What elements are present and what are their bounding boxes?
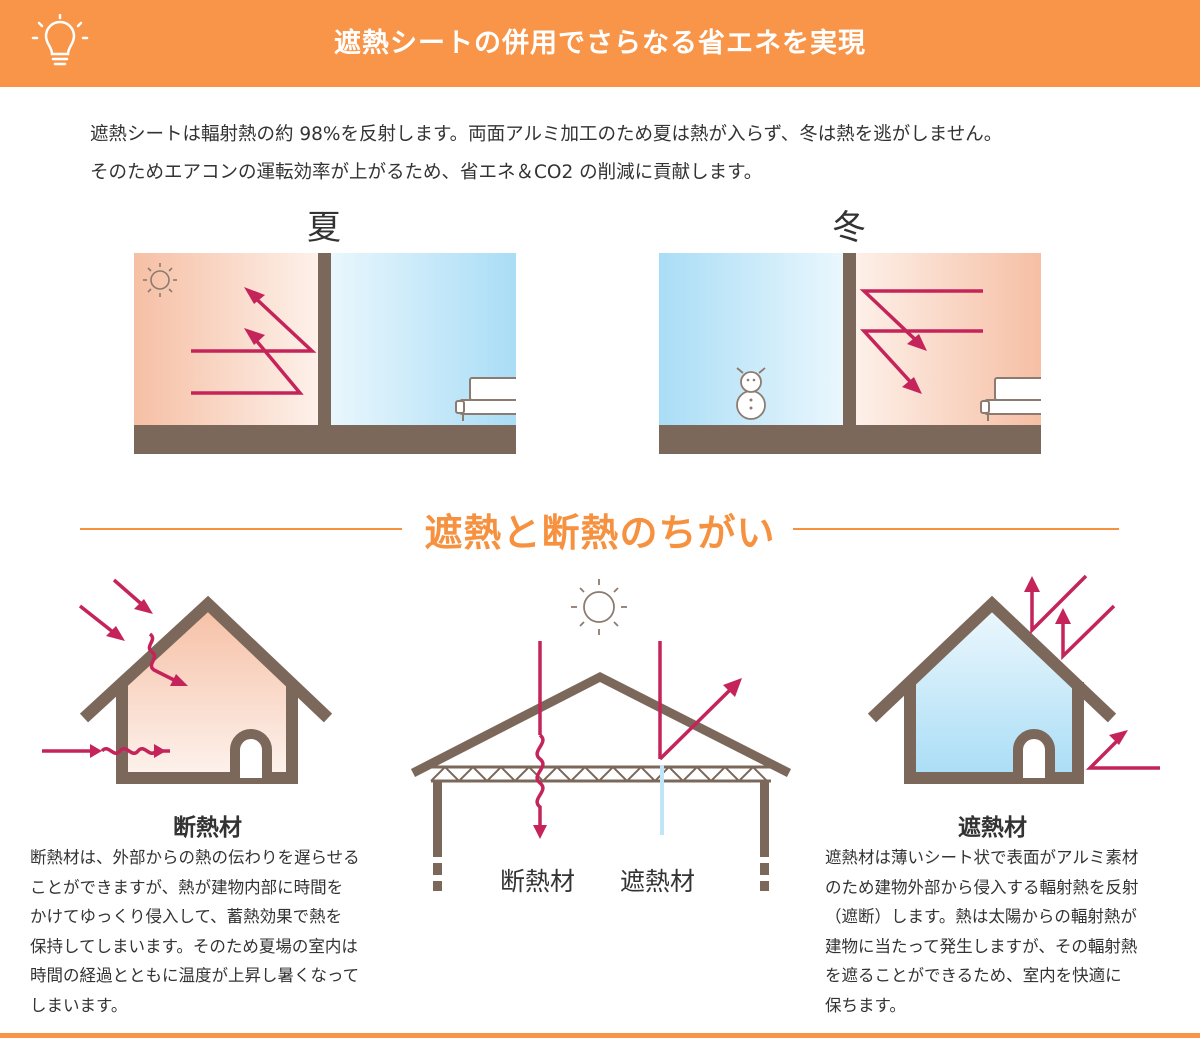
summer-diagram xyxy=(134,253,516,454)
intro-line: そのためエアコンの運転効率が上がるため、省エネ＆CO2 の削減に貢献します。 xyxy=(90,162,763,183)
insulation-description: 断熱材は、外部からの熱の伝わりを遅らせる ことができますが、熱が建物内部に時間を… xyxy=(30,843,360,1020)
intro-line: 遮熱シートは輻射熱の約 98%を反射します。両面アルミ加工のため夏は熱が入らず、… xyxy=(90,124,1003,145)
desc-line: しまいます。 xyxy=(30,995,128,1015)
heat-reflect-arrows xyxy=(191,291,317,395)
desc-line: （遮断）します。熱は太陽からの輻射熱が xyxy=(825,907,1137,926)
desc-line: 建物に当たって発生しますが、その輻射熱 xyxy=(825,936,1138,956)
reflective-house-diagram xyxy=(867,574,1160,784)
sun-icon xyxy=(571,579,627,635)
page-title: 遮熱シートの併用でさらなる省エネを実現 xyxy=(334,28,866,59)
lightbulb-icon xyxy=(31,14,89,66)
section-title: 遮熱と断熱のちがい xyxy=(424,511,776,555)
bottom-bar xyxy=(0,1033,1200,1038)
desc-line: 保持してしまいます。そのため夏場の室内は xyxy=(30,936,358,956)
reflective-description: 遮熱材は薄いシート状で表面がアルミ素材 のため建物外部から侵入する輻射熱を反射 … xyxy=(825,843,1139,1020)
desc-line: 時間の経過とともに温度が上昇し暑くなって xyxy=(30,966,360,985)
desc-line: 断熱材は、外部からの熱の伝わりを遅らせる xyxy=(30,848,360,867)
roof-label-reflective: 遮熱材 xyxy=(620,867,696,896)
desc-line: かけてゆっくり侵入して、蓄熱効果で熱を xyxy=(30,907,343,926)
summer-label: 夏 xyxy=(307,208,341,248)
sofa-icon xyxy=(980,377,1041,421)
insulation-caption: 断熱材 xyxy=(173,815,242,841)
desc-line: 遮熱材は薄いシート状で表面がアルミ素材 xyxy=(825,848,1139,867)
reflective-caption: 遮熱材 xyxy=(958,815,1027,841)
winter-label: 冬 xyxy=(832,208,866,248)
desc-line: を遮ることができるため、室内を快適に xyxy=(825,966,1122,985)
sofa-icon xyxy=(455,377,516,421)
desc-line: ことができますが、熱が建物内部に時間を xyxy=(30,877,344,897)
insulation-house-diagram xyxy=(42,578,333,784)
divider-left xyxy=(80,528,402,530)
intro-text: 遮熱シートは輻射熱の約 98%を反射します。両面アルミ加工のため夏は熱が入らず、… xyxy=(90,116,1170,192)
roof-section-diagram xyxy=(410,579,792,891)
divider-right xyxy=(793,528,1119,530)
header-bar: 遮熱シートの併用でさらなる省エネを実現 xyxy=(0,0,1200,87)
heat-retain-arrows xyxy=(859,289,983,390)
desc-line: 保ちます。 xyxy=(825,995,906,1015)
sun-icon xyxy=(143,263,177,297)
desc-line: のため建物外部から侵入する輻射熱を反射 xyxy=(825,877,1139,897)
winter-diagram xyxy=(659,253,1041,454)
roof-label-insulation: 断熱材 xyxy=(500,867,576,896)
snowman-icon xyxy=(736,367,766,420)
